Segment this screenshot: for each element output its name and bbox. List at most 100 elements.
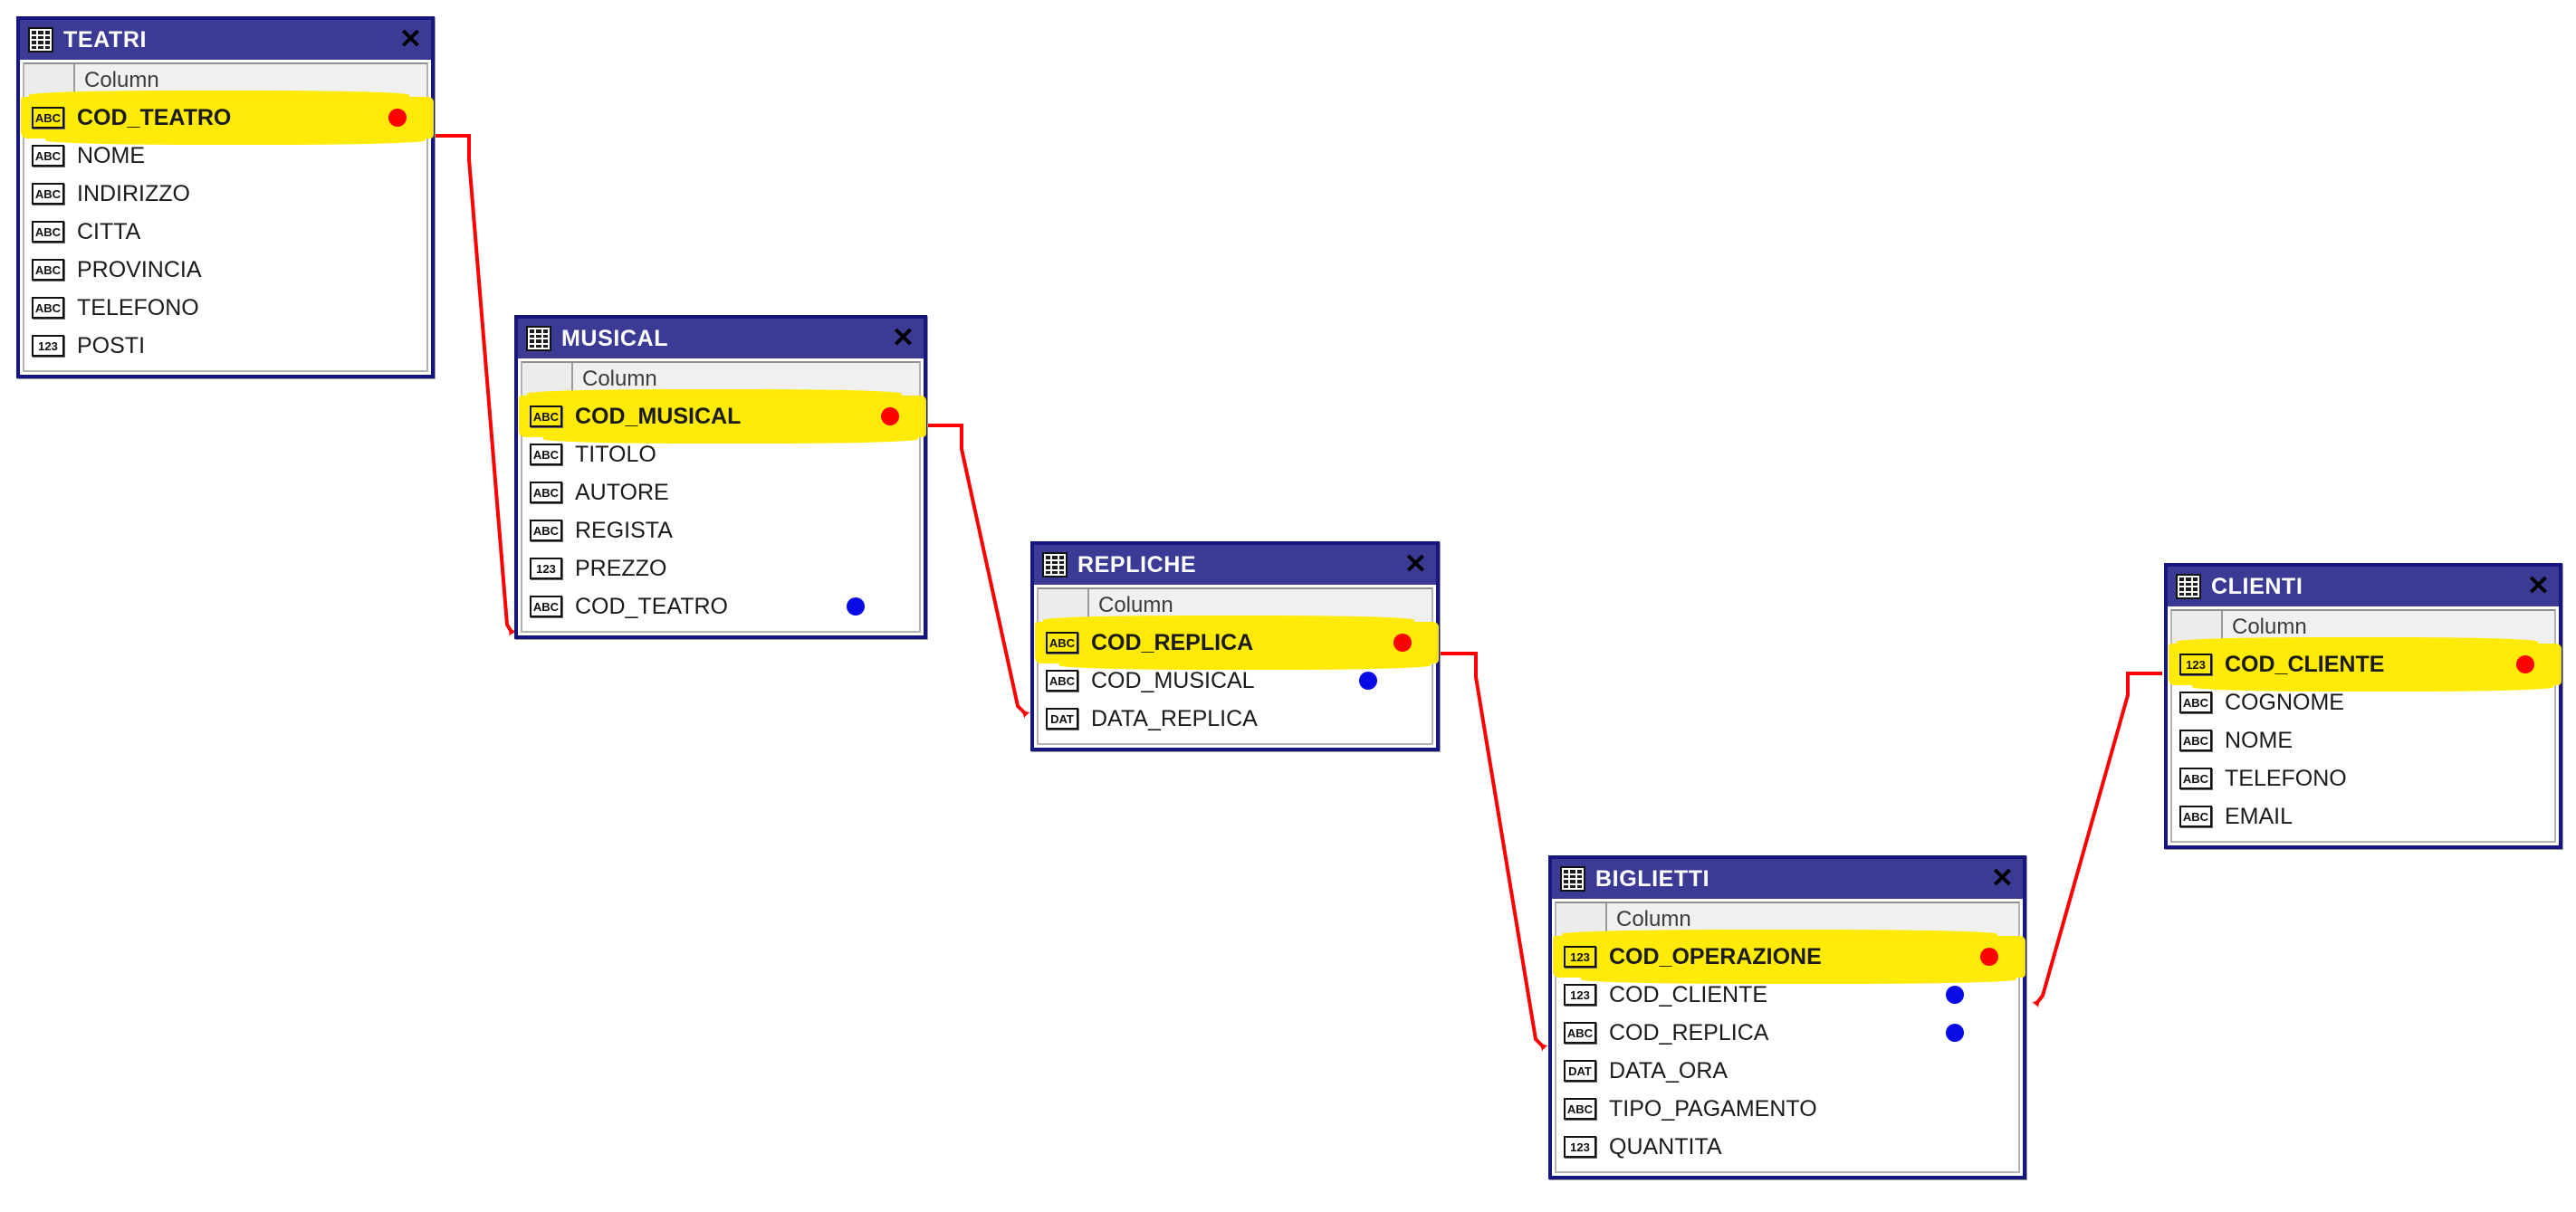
column-type-icon-abc: ABC	[530, 482, 562, 503]
column-type-icon-abc: ABC	[530, 444, 562, 465]
column-type-icon-123: 123	[530, 558, 562, 579]
foreign-key-dot	[1946, 1024, 1964, 1042]
primary-key-highlight	[1553, 930, 2025, 984]
foreign-key-dot	[1946, 986, 1964, 1004]
column-name: POSTI	[77, 332, 146, 358]
column-type-icon-abc: ABC	[32, 183, 64, 205]
table-title-bar[interactable]: REPLICHE ✕	[1034, 545, 1436, 585]
table-name: CLIENTI	[2211, 573, 2303, 599]
column-name: TELEFONO	[77, 294, 199, 320]
table-name: TEATRI	[63, 26, 148, 52]
column-row[interactable]: 123 PREZZO	[522, 549, 919, 587]
column-name: TIPO_PAGAMENTO	[1609, 1095, 1817, 1121]
primary-key-dot	[1393, 634, 1412, 652]
primary-key-highlight	[1035, 616, 1439, 670]
column-row[interactable]: ABC NOME	[24, 137, 426, 175]
column-row[interactable]: ABC TELEFONO	[2172, 759, 2554, 797]
close-icon[interactable]: ✕	[891, 323, 915, 353]
column-type-icon-abc: ABC	[1564, 1098, 1596, 1120]
column-name: COD_TEATRO	[77, 104, 232, 130]
table-title-bar[interactable]: TEATRI ✕	[20, 20, 431, 60]
column-name: COD_REPLICA	[1091, 629, 1254, 655]
column-name: DATA_REPLICA	[1091, 705, 1258, 731]
table-title-bar[interactable]: BIGLIETTI✕	[1552, 859, 2023, 899]
column-row[interactable]: 123 QUANTITA	[1556, 1128, 2018, 1166]
column-row[interactable]: DAT DATA_REPLICA	[1039, 700, 1432, 738]
column-name: NOME	[2225, 727, 2293, 753]
rel-musical-repliche[interactable]	[925, 424, 1030, 719]
column-row[interactable]: 123 COD_CLIENTE	[2169, 637, 2562, 692]
close-icon[interactable]: ✕	[398, 24, 422, 54]
column-type-icon-abc: ABC	[530, 406, 562, 427]
table-title-bar[interactable]: CLIENTI ✕	[2168, 567, 2559, 606]
column-type-icon-123: 123	[1564, 984, 1596, 1006]
column-type-icon-abc: ABC	[2179, 768, 2212, 789]
column-name: COD_MUSICAL	[1091, 667, 1255, 693]
close-icon[interactable]: ✕	[1990, 864, 2014, 893]
rel-clienti-biglietti[interactable]	[2031, 672, 2162, 1008]
column-row[interactable]: ABC TELEFONO	[24, 289, 426, 327]
close-icon[interactable]: ✕	[2526, 571, 2550, 601]
table-grid-icon	[1560, 866, 1585, 892]
column-row[interactable]: ABC NOME	[2172, 721, 2554, 759]
column-type-icon-dat: DAT	[1046, 708, 1078, 730]
table-name: REPLICHE	[1077, 551, 1197, 577]
column-type-icon-abc: ABC	[2179, 806, 2212, 827]
primary-key-dot	[388, 109, 407, 127]
column-type-icon-123: 123	[1564, 1136, 1596, 1158]
column-name: QUANTITA	[1609, 1133, 1722, 1160]
column-type-icon-abc: ABC	[32, 145, 64, 167]
table-grid-icon	[526, 326, 551, 351]
column-type-icon-abc: ABC	[32, 221, 64, 243]
column-name: PREZZO	[575, 555, 667, 581]
column-name: COD_CLIENTE	[2225, 651, 2385, 677]
table-grid-icon	[1042, 552, 1068, 577]
column-type-icon-dat: DAT	[1564, 1060, 1596, 1082]
column-type-icon-abc: ABC	[2179, 730, 2212, 751]
column-type-icon-abc: ABC	[32, 297, 64, 319]
rel-teatri-musical[interactable]	[433, 134, 517, 637]
column-name: TELEFONO	[2225, 765, 2347, 791]
column-type-icon-123: 123	[2179, 654, 2212, 675]
table-title-bar[interactable]: MUSICAL ✕	[518, 319, 924, 358]
table-grid-icon	[28, 27, 53, 52]
column-name: COD_REPLICA	[1609, 1019, 1769, 1045]
column-type-icon-abc: ABC	[530, 596, 562, 617]
column-name: COD_OPERAZIONE	[1609, 943, 1822, 969]
column-name: NOME	[77, 142, 145, 168]
column-name: COGNOME	[2225, 689, 2344, 715]
rel-repliche-biglietti[interactable]	[1438, 652, 1548, 1052]
close-icon[interactable]: ✕	[1403, 549, 1427, 579]
column-row[interactable]: ABC TIPO_PAGAMENTO	[1556, 1090, 2018, 1128]
table-name: MUSICAL	[561, 325, 669, 351]
primary-key-dot	[881, 407, 899, 425]
